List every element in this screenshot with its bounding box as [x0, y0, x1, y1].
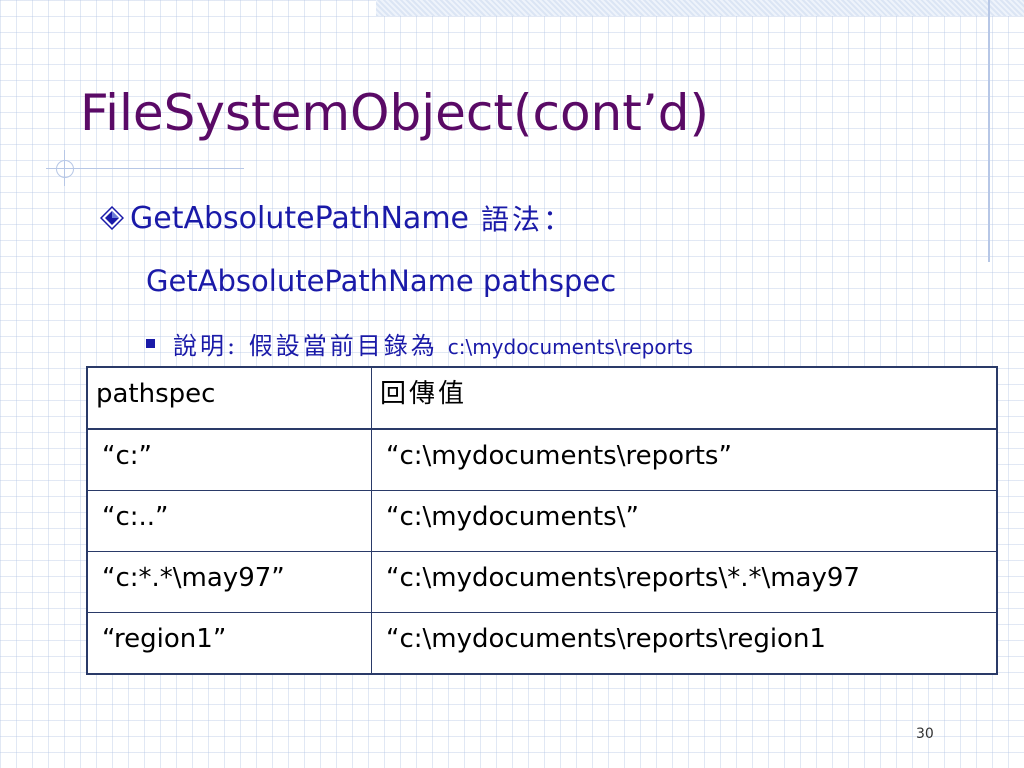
- diamond-icon: [100, 206, 124, 230]
- table-row: “c:*.*\may97” “c:\mydocuments\reports\*.…: [86, 551, 998, 613]
- header-return-value: 回傳值: [371, 366, 998, 430]
- decorative-top-band: [376, 0, 1024, 16]
- return-value-cell: “c:\mydocuments\”: [371, 490, 998, 552]
- bullet-description: 說明: 假設當前目錄為 c:\mydocuments\reports: [146, 326, 693, 361]
- decorative-horizontal-line: [46, 168, 244, 169]
- bullet-method: GetAbsolutePathName 語法：: [100, 198, 574, 238]
- method-name: GetAbsolutePathName: [130, 200, 469, 236]
- header-pathspec: pathspec: [86, 366, 372, 430]
- pathspec-cell: “c:*.*\may97”: [86, 551, 372, 613]
- pathspec-cell: “c:..”: [86, 490, 372, 552]
- description-path: c:\mydocuments\reports: [447, 335, 694, 359]
- table-header-row: pathspec 回傳值: [86, 366, 998, 430]
- slide-title: FileSystemObject(cont’d): [80, 84, 709, 142]
- table-row: “region1” “c:\mydocuments\reports\region…: [86, 612, 998, 675]
- page-number: 30: [916, 726, 934, 742]
- decorative-circle: [56, 160, 74, 178]
- return-value-cell: “c:\mydocuments\reports”: [371, 428, 998, 491]
- description-label: 說明: 假設當前目錄為: [173, 332, 438, 360]
- return-value-cell: “c:\mydocuments\reports\*.*\may97: [371, 551, 998, 613]
- pathspec-cell: “region1”: [86, 612, 372, 675]
- return-value-cell: “c:\mydocuments\reports\region1: [371, 612, 998, 675]
- syntax-label: 語法：: [481, 203, 575, 236]
- pathspec-cell: “c:”: [86, 428, 372, 491]
- table-row: “c:” “c:\mydocuments\reports”: [86, 428, 998, 491]
- square-bullet-icon: [146, 339, 155, 348]
- table-row: “c:..” “c:\mydocuments\”: [86, 490, 998, 552]
- syntax-line: GetAbsolutePathName pathspec: [146, 264, 617, 298]
- decorative-vertical-line: [988, 0, 990, 262]
- pathspec-table: pathspec 回傳值 “c:” “c:\mydocuments\report…: [86, 366, 998, 675]
